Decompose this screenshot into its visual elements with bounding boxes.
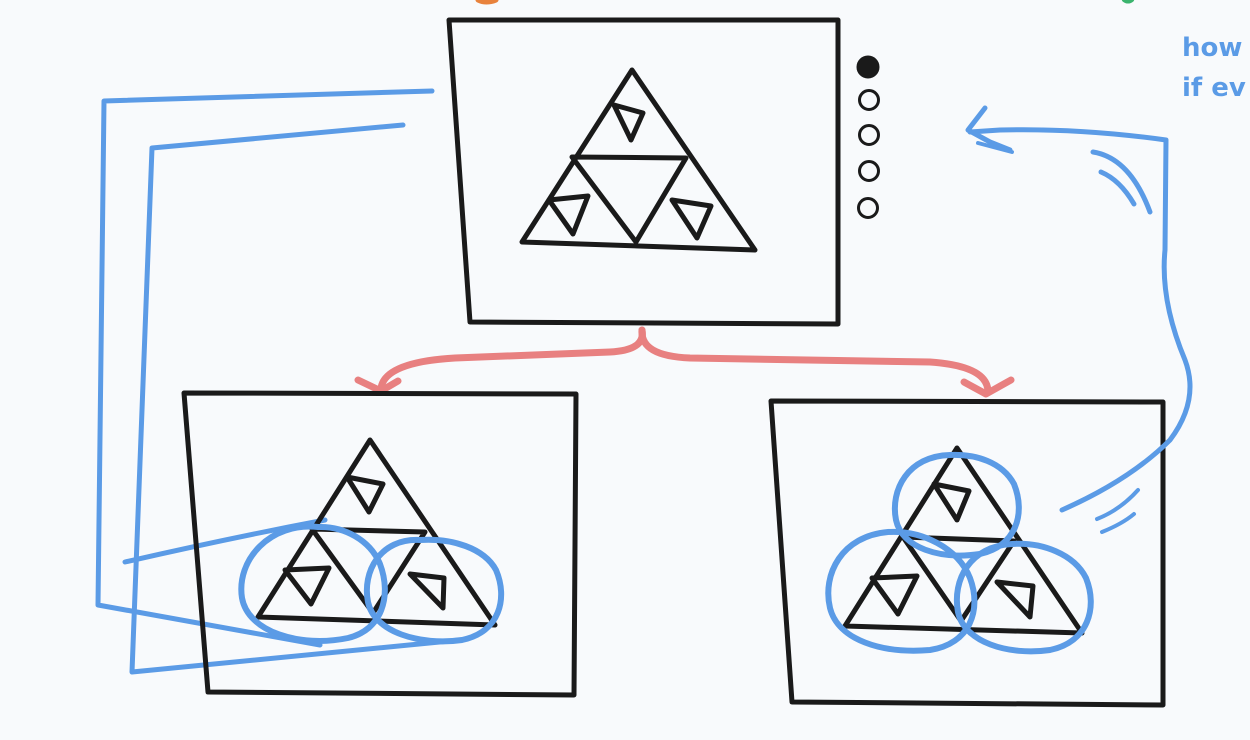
circle-icon[interactable] <box>857 197 879 219</box>
right-small-triangle-right <box>994 579 1036 620</box>
parent-sierpinski-triangle <box>519 67 758 253</box>
left-highlight-circle-1 <box>238 523 388 644</box>
right-highlight-circle-right <box>953 540 1094 655</box>
circle-icon[interactable] <box>858 89 880 111</box>
annotation-note: how if ev <box>1182 33 1246 103</box>
parent-inverted-triangle <box>569 154 689 245</box>
parent-frame[interactable] <box>446 17 841 327</box>
right-inverted-triangle <box>900 534 1017 624</box>
parent-small-triangle-top <box>611 102 646 143</box>
right-small-triangle-left <box>869 573 920 617</box>
arrow-left-icon-tail <box>976 141 1014 154</box>
feedback-arrow <box>965 105 1193 534</box>
child-frame-left-border <box>181 390 579 698</box>
right-highlight-circle-left <box>825 528 978 654</box>
branch-arrow-right <box>638 326 992 396</box>
branch-arrow-left <box>377 326 646 392</box>
note-line-1: how <box>1182 33 1242 63</box>
note-line-2: if ev <box>1182 73 1246 103</box>
circle-icon[interactable] <box>858 124 880 146</box>
motion-line-1 <box>1090 149 1153 215</box>
child-frame-right-border <box>768 398 1166 708</box>
pagination-dots[interactable] <box>856 55 880 219</box>
arrow-left-icon <box>965 105 1013 153</box>
left-small-triangle-top <box>344 474 386 515</box>
parent-small-triangle-left <box>546 193 591 237</box>
right-sierpinski-triangle <box>842 445 1085 636</box>
motion-line-3 <box>1095 488 1140 521</box>
child-frame-left[interactable] <box>181 390 579 698</box>
arrow-down-icon <box>960 376 1015 398</box>
branch-arrows <box>354 326 1015 398</box>
parent-small-triangle-right <box>669 197 714 241</box>
feedback-arrow-shaft <box>967 127 1193 513</box>
offscreen-orange-stroke <box>475 0 499 5</box>
motion-line-4 <box>1100 512 1136 534</box>
motion-line-2 <box>1098 169 1137 207</box>
left-small-triangle-right <box>407 571 447 611</box>
blue-bracket-outer <box>95 88 435 648</box>
right-small-triangle-top <box>931 481 972 523</box>
left-inverted-triangle <box>309 526 428 616</box>
left-sierpinski-triangle <box>255 437 498 628</box>
child-frame-right[interactable] <box>768 398 1166 708</box>
parent-frame-border <box>446 17 841 327</box>
left-small-triangle-left <box>282 565 332 607</box>
offscreen-green-stroke <box>1122 0 1134 4</box>
left-highlight-circle-2 <box>363 536 505 645</box>
blue-bracket-inner <box>129 122 463 675</box>
circle-icon[interactable] <box>856 55 880 79</box>
circle-icon[interactable] <box>858 160 880 182</box>
arrow-down-icon <box>354 376 402 395</box>
